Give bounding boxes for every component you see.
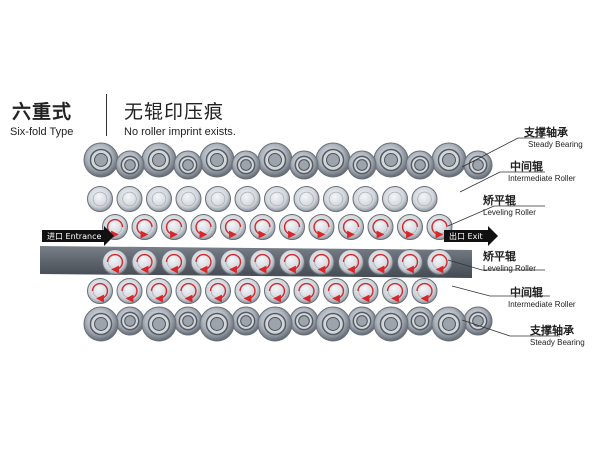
- steady-bearing-top-back: [315, 142, 351, 178]
- intermediate-roller-bottom: [411, 278, 438, 304]
- intermediate-roller-top: [205, 186, 231, 212]
- intermediate-roller-top: [382, 186, 408, 212]
- intermediate-roller-bottom: [352, 278, 379, 304]
- steady-bearing-bottom-back: [231, 306, 261, 336]
- callout-steady-bearing-bottom-cn: 支撑轴承: [530, 324, 574, 337]
- intermediate-roller-bottom: [293, 278, 320, 304]
- leveling-roller-bottom: [397, 249, 423, 275]
- intermediate-roller-bottom: [323, 278, 349, 304]
- callout-leveling-top-cn: 矫平辊: [483, 194, 516, 207]
- steady-bearing-top-back: [83, 142, 119, 178]
- steady-bearing-bottom-back: [115, 306, 145, 336]
- steady-bearing-bottom-back: [173, 306, 203, 336]
- callout-leaders: [447, 137, 560, 337]
- intermediate-roller-bottom: [382, 278, 408, 304]
- leveling-roller-bottom: [367, 249, 394, 275]
- steady-bearing-bottom-back: [289, 306, 319, 336]
- steady-bearing-top: [173, 150, 203, 180]
- leveling-roller-top: [190, 214, 217, 240]
- intermediate-roller-bottom: [116, 278, 143, 304]
- right-title-en: No roller imprint exists.: [124, 126, 236, 138]
- steady-bearing-top: [405, 150, 435, 180]
- intermediate-roller-bottom: [175, 278, 202, 304]
- callout-leveling-bottom-cn: 矫平辊: [483, 250, 516, 263]
- intermediate-roller-bottom: [87, 278, 113, 304]
- leveling-roller-bottom: [131, 249, 158, 275]
- callout-intermediate-bottom-en: Intermediate Roller: [508, 300, 576, 309]
- steady-bearing-bottom: [431, 306, 467, 342]
- intermediate-roller-bottom: [234, 278, 261, 304]
- intermediate-roller-top: [116, 186, 143, 212]
- callout-intermediate-bottom-cn: 中间辊: [510, 286, 543, 299]
- intermediate-roller-top: [264, 186, 290, 212]
- leveling-roller-bottom: [161, 249, 187, 275]
- callout-steady-bearing-bottom-en: Steady Bearing: [530, 338, 585, 347]
- steady-bearing-bottom: [257, 306, 293, 342]
- intermediate-roller-bottom: [205, 278, 231, 304]
- leveling-roller-top: [279, 214, 305, 240]
- steady-bearing-top-back: [373, 142, 409, 178]
- intermediate-roller-bottom: [146, 278, 172, 304]
- leveling-roller-top: [249, 214, 276, 240]
- right-title-cn: 无辊印压痕: [124, 101, 225, 123]
- leveling-roller-bottom: [279, 249, 305, 275]
- callout-steady-bearing-top-en: Steady Bearing: [528, 140, 583, 149]
- steady-bearing-top: [347, 150, 377, 180]
- intermediate-roller-top: [293, 186, 320, 212]
- leveling-roller-bottom: [308, 249, 335, 275]
- steady-bearing-bottom: [315, 306, 351, 342]
- steady-bearing-bottom: [199, 306, 235, 342]
- steady-bearing-bottom-back: [405, 306, 435, 336]
- leveling-roller-bottom: [426, 249, 453, 275]
- callout-intermediate-top-cn: 中间辊: [510, 160, 543, 173]
- intermediate-roller-top: [411, 186, 438, 212]
- intermediate-roller-top: [323, 186, 349, 212]
- leveling-roller-bottom: [220, 249, 246, 275]
- leveling-roller-top: [397, 214, 423, 240]
- intermediate-roller-top: [146, 186, 172, 212]
- header-divider: [106, 94, 107, 136]
- steady-bearing-top: [231, 150, 261, 180]
- leveling-roller-top: [131, 214, 158, 240]
- leveling-roller-bottom: [249, 249, 276, 275]
- leveling-roller-top: [220, 214, 246, 240]
- left-title-en: Six-fold Type: [10, 126, 74, 138]
- intermediate-roller-top: [352, 186, 379, 212]
- exit-label: 出口 Exit: [449, 232, 483, 241]
- callout-steady-bearing-top-cn: 支撑轴承: [524, 126, 568, 139]
- callout-intermediate-top-en: Intermediate Roller: [508, 174, 576, 183]
- steady-bearing-top-back: [431, 142, 467, 178]
- callout-leveling-bottom-en: Leveling Roller: [483, 264, 536, 273]
- left-title-cn: 六重式: [12, 101, 73, 123]
- intermediate-roller-bottom: [264, 278, 290, 304]
- steady-bearing-top: [289, 150, 319, 180]
- steady-bearing-bottom: [141, 306, 177, 342]
- leveling-roller-top: [161, 214, 187, 240]
- steady-bearing-bottom: [373, 306, 409, 342]
- steady-bearing-bottom-back: [347, 306, 377, 336]
- leveling-roller-bottom: [102, 249, 128, 275]
- leveling-roller-bottom: [190, 249, 217, 275]
- steady-bearing-bottom-back: [463, 306, 493, 336]
- leveling-roller-top: [308, 214, 335, 240]
- steady-bearing-top-back: [257, 142, 293, 178]
- intermediate-roller-top: [87, 186, 113, 212]
- entrance-label: 进口 Entrance: [47, 232, 102, 241]
- leveling-roller-top: [338, 214, 364, 240]
- steady-bearing-top: [463, 150, 493, 180]
- exit-arrow: [444, 226, 498, 246]
- leveling-roller-bottom: [338, 249, 364, 275]
- callout-leveling-top-en: Leveling Roller: [483, 208, 536, 217]
- steady-bearing-top-back: [141, 142, 177, 178]
- intermediate-roller-top: [175, 186, 202, 212]
- steady-bearing-bottom: [83, 306, 119, 342]
- entrance-arrow: [42, 226, 114, 246]
- leveling-roller-top: [367, 214, 394, 240]
- intermediate-roller-top: [234, 186, 261, 212]
- steady-bearing-top: [115, 150, 145, 180]
- steady-bearing-top-back: [199, 142, 235, 178]
